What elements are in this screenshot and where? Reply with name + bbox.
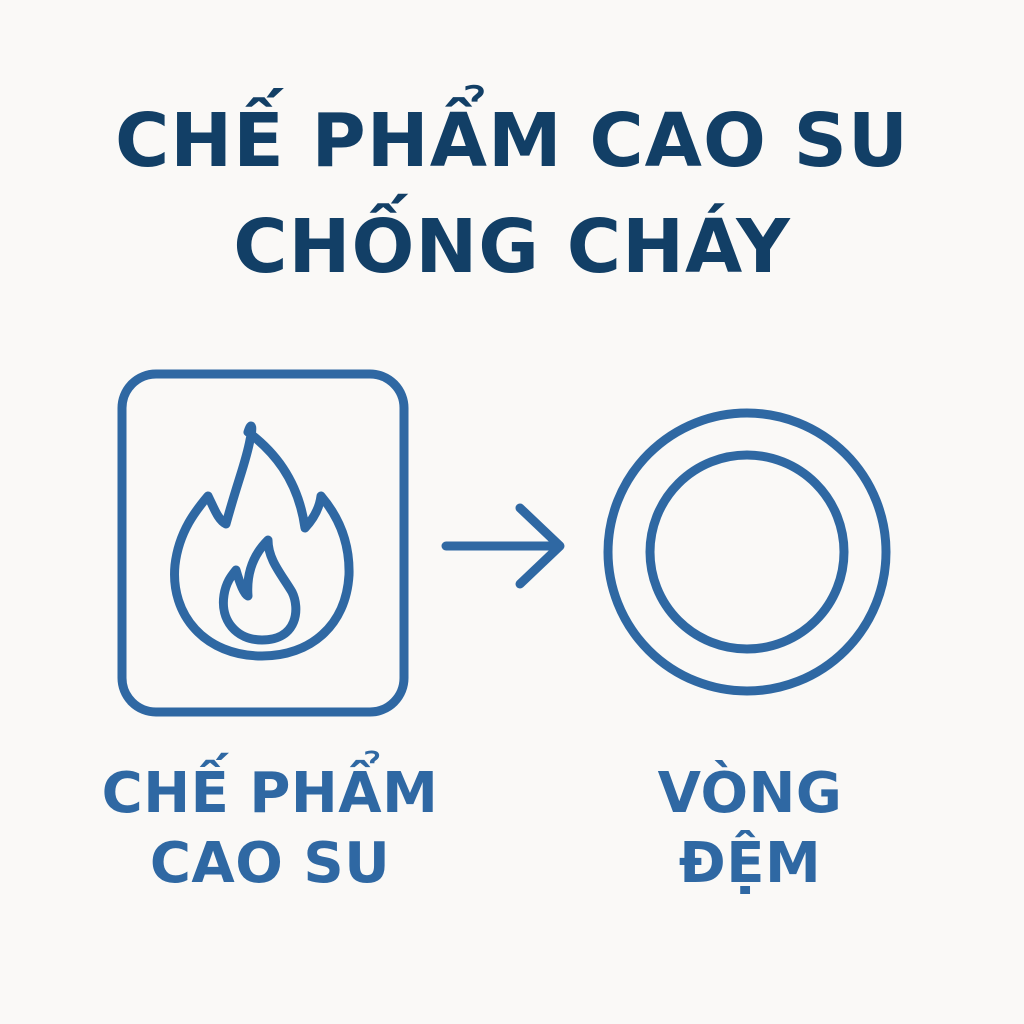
gasket-ring-icon <box>603 408 891 696</box>
rubber-compound-node <box>117 369 409 717</box>
rubber-compound-label-line-2: CAO SU <box>149 831 391 896</box>
rubber-compound-box <box>117 369 409 717</box>
arrow-right-icon <box>441 503 565 589</box>
gasket-inner-ring <box>645 450 849 654</box>
gasket-outer-ring <box>603 408 891 696</box>
page-title-line-1: CHẾ PHẨM CAO SU <box>114 98 910 184</box>
rubber-compound-label-line-1: CHẾ PHẨM <box>101 761 439 826</box>
gasket-label-line-1: VÒNG <box>657 761 843 826</box>
flame-icon <box>170 421 354 661</box>
gasket-label-line-2: ĐỆM <box>678 831 822 896</box>
page-title-line-2: CHỐNG CHÁY <box>233 204 791 290</box>
